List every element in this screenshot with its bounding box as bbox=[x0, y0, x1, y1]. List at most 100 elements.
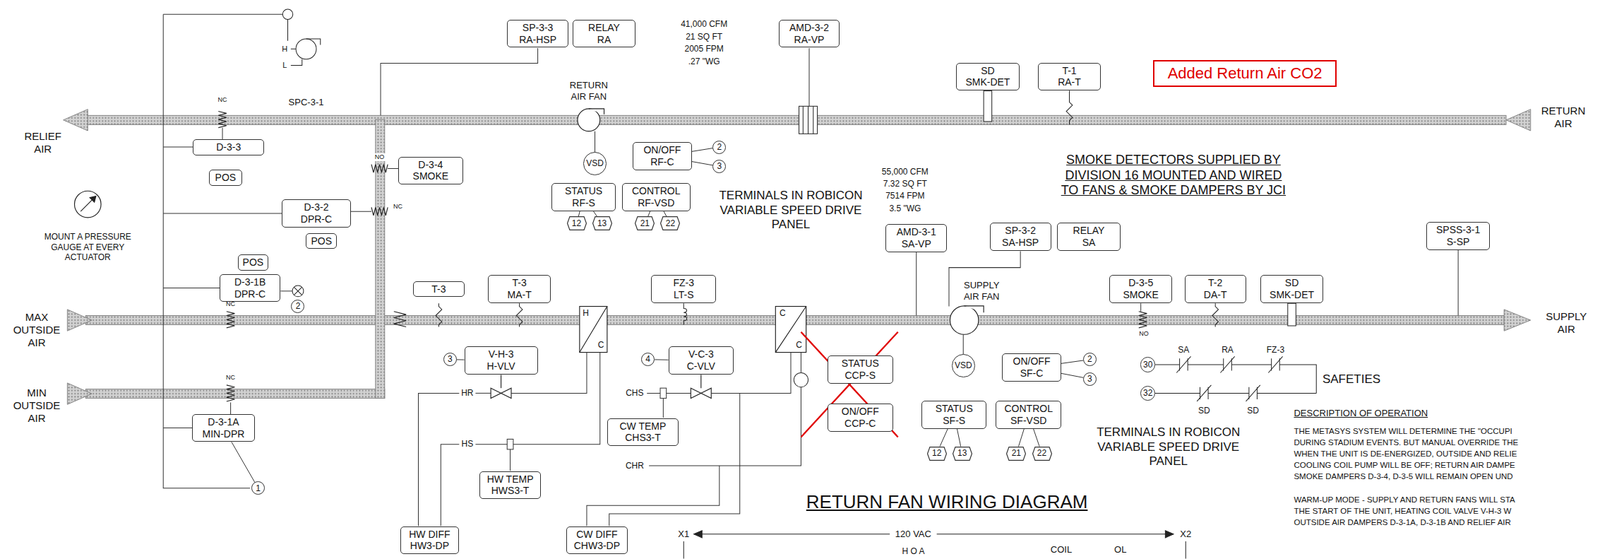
signal-wire bbox=[1061, 372, 1084, 378]
signal-wire bbox=[456, 358, 465, 360]
terminal-hexagon: 22 bbox=[1032, 446, 1053, 461]
drawing-label: 21 SQ FT bbox=[685, 31, 723, 42]
drawing-label: SAFETIES bbox=[1322, 372, 1381, 387]
drawing-label: L bbox=[282, 60, 287, 70]
node-text: SMK-DET bbox=[965, 76, 1010, 89]
node-text: SF-VSD bbox=[1010, 414, 1047, 427]
node-text: RELAY bbox=[588, 21, 620, 34]
drawing-label: NC bbox=[225, 300, 236, 308]
node-text: SD bbox=[1285, 276, 1299, 289]
control-box: SDSMK-DET bbox=[1260, 274, 1323, 303]
damper-symbol bbox=[218, 111, 1147, 402]
node-text: SMOKE bbox=[413, 170, 450, 183]
node-text: LT-S bbox=[673, 288, 695, 301]
node-text: 21 bbox=[640, 218, 650, 229]
node-text: SF-C bbox=[1020, 367, 1044, 380]
wiring-line bbox=[1165, 530, 1174, 538]
drawing-label: NO bbox=[1138, 329, 1149, 338]
pipe bbox=[793, 372, 808, 387]
valve-symbol bbox=[700, 374, 702, 388]
wiring-line bbox=[683, 530, 1186, 559]
control-wire bbox=[915, 252, 917, 316]
drawing-label: H bbox=[281, 44, 288, 54]
node-text: VSD bbox=[954, 360, 973, 370]
control-wire bbox=[594, 131, 596, 154]
pressure-gauge bbox=[89, 195, 97, 202]
signal-wire bbox=[1061, 360, 1084, 363]
crossed-out-mark bbox=[800, 331, 898, 438]
control-box: CW TEMPCHS3-T bbox=[607, 418, 679, 447]
node-text: D-3-4 bbox=[418, 158, 443, 171]
hexagon-outline bbox=[1032, 446, 1052, 460]
node-text: MA-T bbox=[506, 288, 531, 301]
pipe bbox=[660, 387, 667, 398]
fan-symbol bbox=[964, 305, 984, 313]
drawing-label: MIN OUTSIDE AIR bbox=[9, 386, 65, 425]
damper-symbol bbox=[226, 311, 236, 328]
control-box: RELAYRA bbox=[572, 19, 637, 49]
drawing-label: WHEN THE UNIT IS DE-ENERGIZED, OUTSIDE A… bbox=[1293, 449, 1517, 459]
node-text: POS bbox=[310, 235, 332, 248]
terminal-circle: 4 bbox=[641, 352, 655, 366]
node-text: 3 bbox=[447, 353, 453, 364]
node-text: HW DIFF bbox=[408, 528, 450, 541]
airflow-station bbox=[799, 105, 818, 134]
node-text: DPR-C bbox=[234, 288, 266, 301]
drawing-label: CHR bbox=[625, 460, 644, 471]
drawing-label: MAX OUTSIDE AIR bbox=[9, 310, 65, 349]
control-box: T-3MA-T bbox=[487, 274, 552, 303]
node-text: SMOKE bbox=[1122, 288, 1159, 301]
control-box: D-3-2DPR-C bbox=[281, 199, 351, 228]
control-box: CONTROLSF-VSD bbox=[995, 400, 1061, 429]
drawing-label: MOUNT A PRESSURE GAUGE AT EVERY ACTUATOR bbox=[34, 231, 141, 262]
node-text: D-3-5 bbox=[1128, 276, 1154, 289]
node-text: CONTROL bbox=[631, 184, 680, 197]
valve-symbol bbox=[500, 374, 502, 388]
node-text: S-SP bbox=[1446, 235, 1471, 248]
safety-interlock bbox=[1268, 355, 1283, 373]
wiring-line bbox=[683, 540, 1186, 559]
drawing-label: THE METASYS SYSTEM WILL DETERMINE THE "O… bbox=[1293, 426, 1512, 437]
drawing-label: THE START OF THE UNIT, HEATING COIL VALV… bbox=[1293, 506, 1512, 517]
node-text: RA-VP bbox=[794, 33, 825, 46]
node-text: C-VLV bbox=[687, 360, 716, 373]
pipe bbox=[440, 444, 459, 527]
drawing-label: 41,000 CFM bbox=[680, 19, 728, 29]
control-box: V-H-3H-VLV bbox=[464, 345, 539, 375]
drawing-label: 7.32 SQ FT bbox=[883, 178, 928, 189]
static-pressure-controller bbox=[282, 9, 320, 65]
node-text: 2 bbox=[295, 300, 301, 311]
node-text: CW DIFF bbox=[576, 528, 618, 541]
filter-symbol bbox=[393, 311, 407, 327]
static-pressure-controller bbox=[295, 38, 317, 60]
drawing-label: 120 VAC bbox=[893, 528, 934, 540]
node-text: STATUS bbox=[564, 184, 603, 197]
control-box: HW TEMPHWS3-T bbox=[479, 470, 541, 500]
position-indicator bbox=[292, 285, 304, 297]
node-text: STATUS bbox=[935, 402, 973, 415]
safety-interlock bbox=[1220, 355, 1235, 373]
terminal-hexagon: 22 bbox=[660, 216, 680, 231]
sensor-symbol bbox=[1066, 91, 1073, 125]
valve-symbol bbox=[490, 374, 712, 398]
drawing-label: COOLING COIL PUMP WILL BE OFF; RETURN AI… bbox=[1293, 460, 1515, 471]
node-text: RA bbox=[597, 33, 611, 46]
node-text: RF-S bbox=[571, 196, 596, 210]
control-box: T-2DA-T bbox=[1184, 274, 1247, 303]
fan-symbol bbox=[577, 108, 984, 334]
sensor-symbol bbox=[516, 302, 523, 327]
fan-symbol bbox=[949, 305, 978, 334]
wiring-line bbox=[694, 533, 1174, 534]
drawing-label: C bbox=[779, 307, 786, 318]
drawing-label: RA bbox=[1221, 344, 1234, 355]
coil-symbol bbox=[579, 306, 608, 353]
node-text: 1 bbox=[255, 482, 261, 493]
hexagon-outline bbox=[1006, 446, 1026, 460]
safety-interlock bbox=[1155, 392, 1317, 394]
drawing-label: RETURN AIR bbox=[1537, 104, 1589, 130]
drawing-label: TERMINALS IN ROBICON VARIABLE SPEED DRIV… bbox=[700, 188, 881, 232]
air-duct bbox=[63, 109, 89, 131]
control-box: AMD-3-1SA-VP bbox=[885, 223, 947, 253]
terminal-circle: 3 bbox=[1083, 372, 1097, 386]
node-text: CCP-C bbox=[844, 417, 876, 430]
